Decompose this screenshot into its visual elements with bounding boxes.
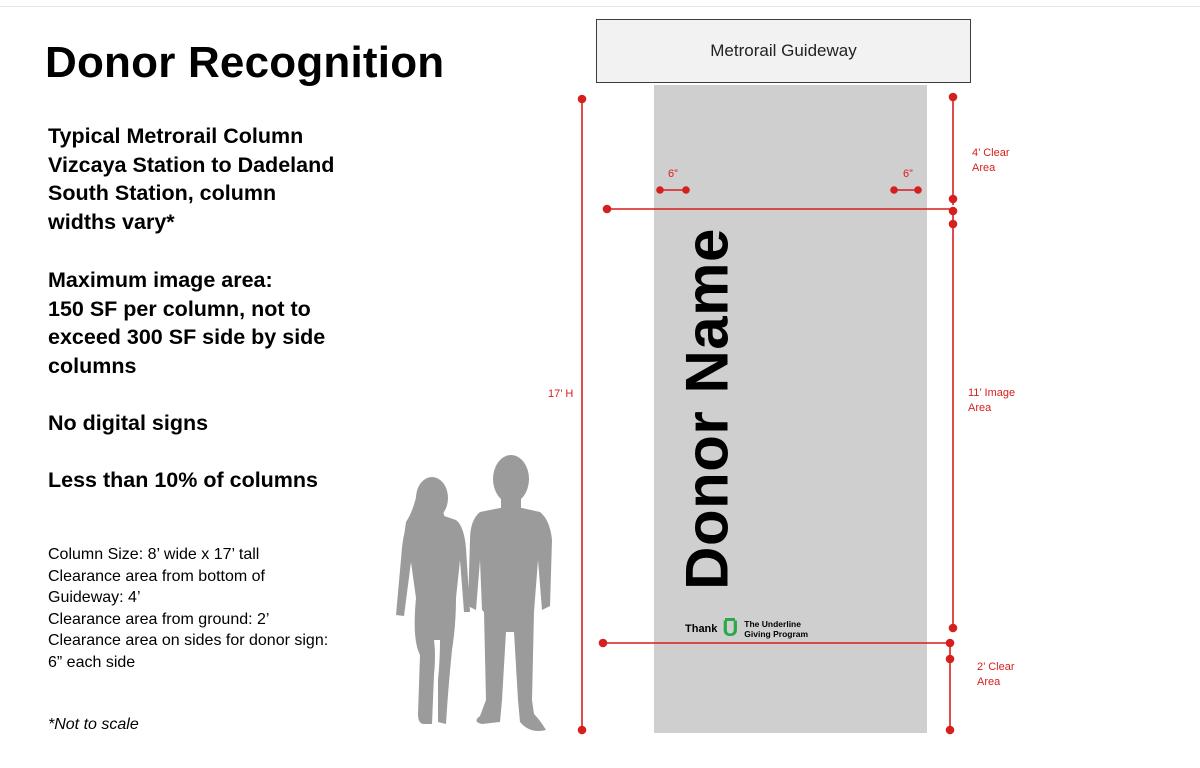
logo-program-line: Giving Program: [744, 629, 809, 639]
dimension-endpoint: [656, 186, 664, 194]
dimension-endpoint: [948, 623, 958, 633]
dimension-endpoint: [602, 204, 612, 214]
top-divider: [0, 6, 1200, 7]
max-area-line: 150 SF per column, not to: [48, 296, 311, 321]
dimension-endpoint: [577, 94, 587, 104]
thank-u-logo: Thank U The Underline Giving Program: [685, 618, 808, 640]
max-area-line: Maximum image area:: [48, 268, 273, 292]
dimension-endpoint: [945, 725, 955, 735]
clear-bottom-line: Area: [977, 676, 1001, 688]
less-than-line: Less than 10% of columns: [48, 468, 319, 492]
side-left-label: 6”: [668, 168, 678, 180]
max-image-area-text: Maximum image area: 150 SF per column, n…: [48, 266, 325, 380]
height-label: 17’ H: [548, 388, 574, 400]
man-silhouette-icon: [468, 455, 552, 731]
dimension-endpoint: [914, 186, 922, 194]
dimension-endpoint: [948, 92, 958, 102]
metrorail-column: [654, 85, 927, 733]
image-area-label: 11’ Image Area: [968, 386, 1015, 416]
max-area-line: exceed 300 SF side by side: [48, 325, 326, 350]
dimension-endpoint: [948, 194, 958, 204]
logo-program-line: The Underline: [744, 619, 801, 629]
not-to-scale-note: *Not to scale: [48, 716, 139, 733]
clear-top-line: Area: [972, 162, 996, 174]
spec-line: Guideway: 4’: [48, 589, 141, 607]
metrorail-guideway: Metrorail Guideway: [596, 19, 971, 83]
dimension-endpoint: [890, 186, 898, 194]
logo-u-icon: U: [722, 616, 739, 641]
clear-top-label: 4’ Clear Area: [972, 146, 1010, 176]
woman-silhouette-icon: [396, 477, 470, 724]
no-digital-line: No digital signs: [48, 411, 209, 435]
no-digital-signs-text: No digital signs: [48, 409, 208, 438]
logo-thank: Thank: [685, 623, 718, 635]
typical-line: Vizcaya Station to Dadeland: [48, 152, 335, 177]
column-specs: Column Size: 8’ wide x 17’ tall Clearanc…: [48, 544, 328, 674]
typical-line: Typical Metrorail Column: [48, 124, 304, 148]
dimension-endpoint: [945, 654, 955, 664]
dimension-endpoint: [577, 725, 587, 735]
image-area-line: Area: [968, 402, 992, 414]
spec-line: Clearance area from ground: 2’: [48, 610, 270, 628]
spec-line: 6” each side: [48, 653, 136, 671]
image-area-line: 11’ Image: [968, 387, 1016, 399]
clear-bottom-line: 2’ Clear: [977, 661, 1015, 673]
logo-program: The Underline Giving Program: [744, 619, 808, 639]
spec-line: Clearance area from bottom of: [48, 567, 265, 585]
spec-line: Column Size: 8’ wide x 17’ tall: [48, 546, 260, 563]
page-title: Donor Recognition: [45, 38, 445, 87]
max-area-line: columns: [48, 353, 137, 378]
typical-column-text: Typical Metrorail Column Vizcaya Station…: [48, 122, 334, 236]
typical-line: South Station, column: [48, 181, 277, 206]
dimension-endpoint: [948, 219, 958, 229]
typical-line: widths vary*: [48, 209, 175, 234]
clear-top-line: 4’ Clear: [972, 147, 1010, 159]
side-right-label: 6”: [903, 168, 913, 180]
spec-line: Clearance area on sides for donor sign:: [48, 632, 329, 650]
less-than-text: Less than 10% of columns: [48, 466, 318, 495]
clear-bottom-label: 2’ Clear Area: [977, 660, 1015, 690]
dimension-endpoint: [598, 638, 608, 648]
dimension-endpoint: [682, 186, 690, 194]
